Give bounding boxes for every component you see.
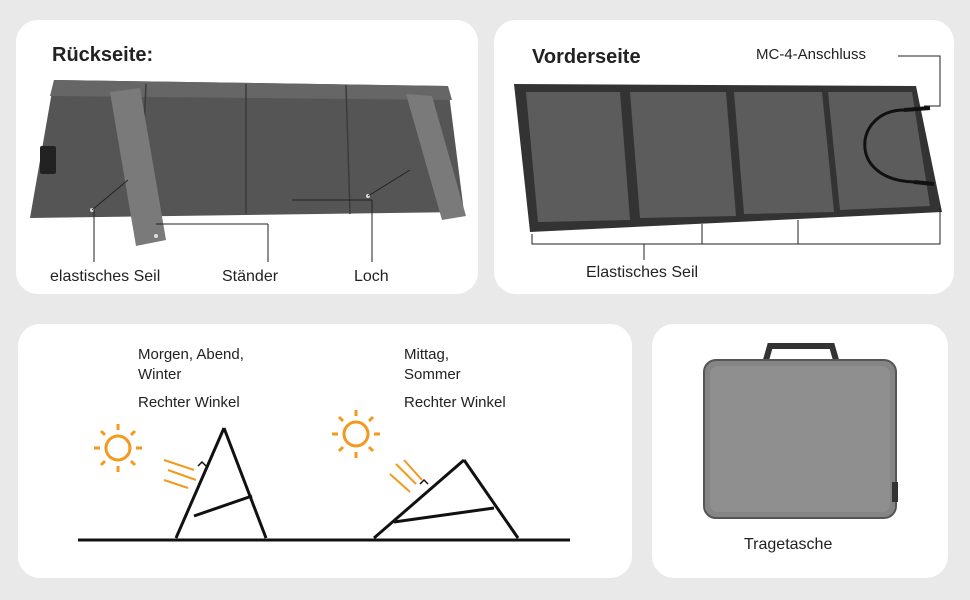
back-stand-label: Ständer: [222, 268, 279, 285]
angle-card: Morgen, Abend, Winter Rechter Winkel Mit…: [18, 324, 632, 578]
front-side-title: Vorderseite: [532, 46, 641, 68]
angle-diagram: [78, 410, 570, 542]
front-side-card: Vorderseite MC-4-Anschluss Elastisches S…: [494, 20, 954, 294]
front-panel-illustration: [514, 55, 942, 260]
back-panel-illustration: [30, 80, 466, 262]
bag-illustration: [703, 343, 898, 519]
front-rope-label: Elastisches Seil: [586, 264, 699, 281]
sun-icon: [94, 424, 142, 472]
back-rope-label: elastisches Seil: [50, 268, 161, 285]
bag-label: Tragetasche: [744, 536, 833, 553]
left-season-line2: Winter: [138, 366, 182, 383]
back-side-title: Rückseite:: [52, 44, 154, 66]
right-angle-caption: Rechter Winkel: [404, 394, 506, 411]
left-angle-caption: Rechter Winkel: [138, 394, 240, 411]
sun-icon: [332, 410, 380, 458]
left-season-line1: Morgen, Abend,: [138, 346, 244, 363]
connector-label: MC-4-Anschluss: [756, 46, 867, 63]
back-side-card: Rückseite: elastisches Seil Ständer Loch: [16, 20, 478, 294]
right-season-line2: Sommer: [404, 366, 461, 383]
right-season-line1: Mittag,: [404, 346, 450, 363]
back-hole-label: Loch: [354, 268, 389, 285]
bag-card: Tragetasche: [652, 324, 948, 578]
